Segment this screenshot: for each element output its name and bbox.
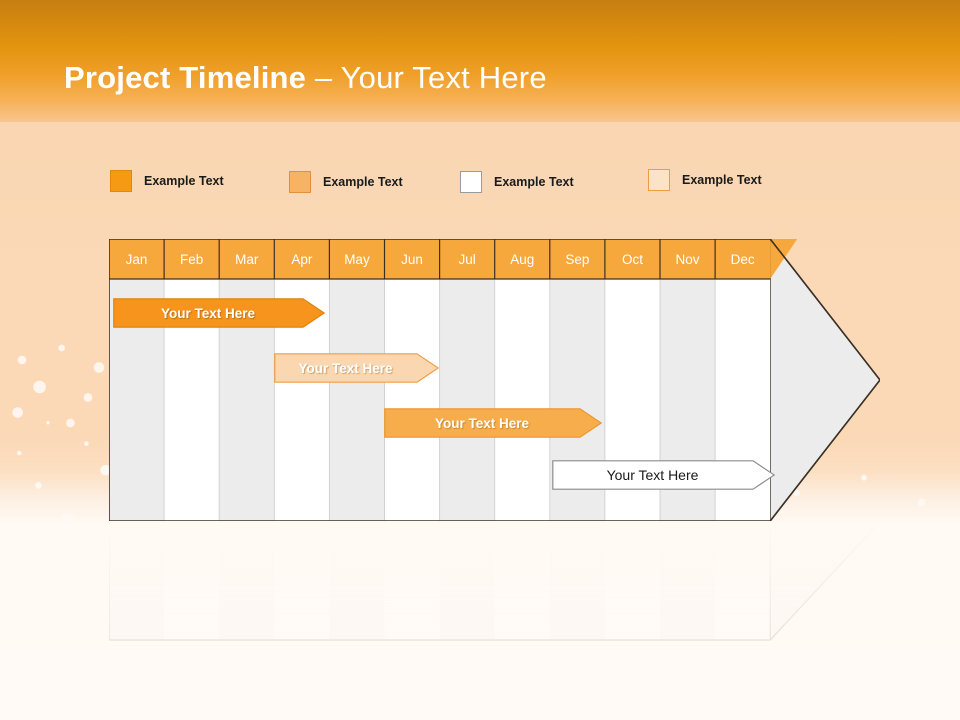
svg-text:Feb: Feb [180,252,203,267]
legend-swatch-icon [460,171,482,193]
svg-text:Sep: Sep [565,252,589,267]
timeline-bar-shape [113,298,325,328]
svg-text:May: May [344,252,370,267]
legend-item-1[interactable]: Example Text [110,170,224,192]
legend-swatch-icon [648,169,670,191]
svg-text:Mar: Mar [235,252,259,267]
timeline-chart: Jan Feb Mar Apr May Jun Jul Aug Sep Oct Nov Dec You… [109,239,880,521]
timeline-bar-label: Your Text Here [160,305,256,321]
timeline-bar-label: Your Text Here [298,360,393,376]
timeline-grid: Jan Feb Mar Apr May Jun Jul Aug Sep Oct Nov Dec [109,239,880,521]
legend-swatch-icon [289,171,311,193]
svg-text:Apr: Apr [291,252,313,267]
legend-item-label: Example Text [144,174,224,188]
legend-item-label: Example Text [323,175,403,189]
timeline-bar-label: Your Text Here [434,415,530,431]
legend-item-4[interactable]: Example Text [648,169,762,191]
svg-text:Dec: Dec [731,252,755,267]
svg-text:Nov: Nov [676,252,700,267]
page-title-bold: Project Timeline [64,60,307,95]
legend-item-3[interactable]: Example Text [460,171,574,193]
header-banner [0,0,960,122]
svg-text:Oct: Oct [622,252,643,267]
legend-item-label: Example Text [494,175,574,189]
svg-text:Jun: Jun [401,252,423,267]
page-title-light: – Your Text Here [306,60,547,95]
timeline-bars: Your Text Here Your Text Here Your Text … [109,239,880,521]
timeline-bar-4[interactable]: Your Text Here [552,460,775,490]
legend-swatch-icon [110,170,132,192]
timeline-bar-1[interactable]: Your Text Here [113,298,325,328]
timeline-bar-label: Your Text Here [606,467,699,483]
page-title: Project Timeline – Your Text Here [64,57,547,99]
svg-text:Jan: Jan [126,252,148,267]
svg-text:Jul: Jul [459,252,476,267]
timeline-bar-2[interactable]: Your Text Here [274,353,439,383]
legend-item-2[interactable]: Example Text [289,171,403,193]
timeline-bar-3[interactable]: Your Text Here [384,408,602,438]
legend-item-label: Example Text [682,173,762,187]
svg-text:Aug: Aug [510,252,534,267]
